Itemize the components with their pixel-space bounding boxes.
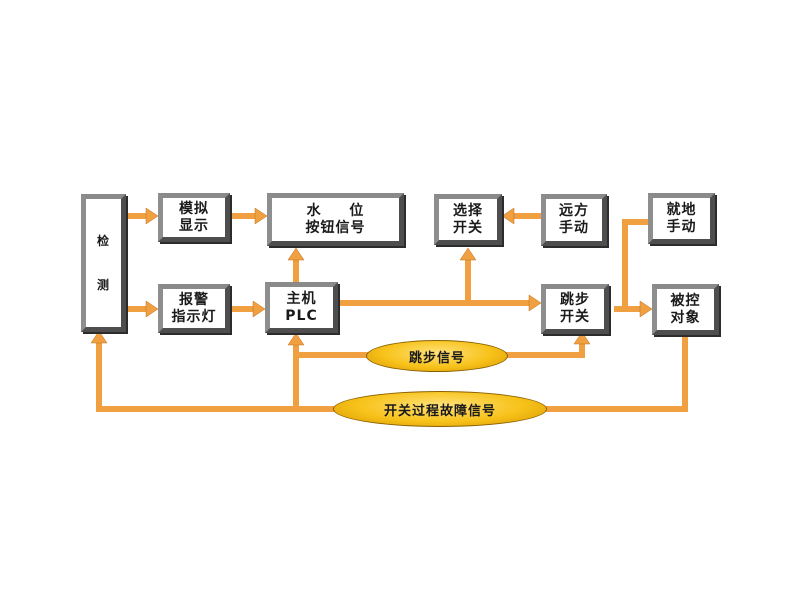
block-select-switch: 选择 开关	[434, 194, 502, 245]
head-object	[639, 300, 653, 318]
block-remote-manual: 远方 手动	[541, 194, 607, 246]
block-water-level-line2: 按钮信号	[305, 219, 366, 236]
arrow-local-to-object	[622, 219, 648, 309]
block-local-manual: 就地 手动	[648, 193, 715, 244]
block-analog-display-line2: 显示	[179, 217, 209, 234]
head-plc	[252, 300, 266, 318]
block-local-manual-line2: 手动	[666, 218, 697, 235]
block-local-manual-line1: 就地	[666, 201, 697, 218]
block-water-level-line1: 水 位	[306, 202, 365, 219]
head-select-up	[459, 247, 477, 261]
block-remote-manual-line2: 手动	[559, 220, 589, 236]
block-analog-display: 模拟 显示	[158, 193, 230, 242]
block-main-plc-line1: 主机	[286, 290, 317, 307]
head-stepswitch-up	[573, 331, 591, 345]
head-alarm	[145, 300, 159, 318]
head-plc-up	[287, 332, 305, 346]
block-controlled-object-line2: 对象	[670, 309, 701, 326]
step-signal-label: 跳步信号	[366, 340, 508, 372]
block-alarm-indicator-light: 报警 指示灯	[158, 284, 230, 333]
head-select-left	[501, 207, 515, 225]
block-step-switch-line1: 跳步	[560, 292, 590, 308]
block-controlled-object-line1: 被控	[670, 292, 701, 309]
block-detect: 检 测	[81, 194, 126, 332]
block-alarm-line1: 报警	[179, 291, 209, 308]
block-main-plc: 主机 PLC	[265, 282, 338, 333]
block-detect-line1: 检	[96, 233, 110, 248]
head-analog	[145, 207, 159, 225]
block-select-switch-line1: 选择	[453, 202, 483, 219]
block-controlled-object: 被控 对象	[652, 284, 719, 335]
block-water-level-button-signal: 水 位 按钮信号	[267, 193, 404, 246]
block-step-switch-line2: 开关	[560, 309, 590, 325]
block-main-plc-line2: PLC	[285, 307, 318, 324]
block-remote-manual-line1: 远方	[559, 203, 589, 219]
block-analog-display-line1: 模拟	[179, 200, 209, 217]
block-step-switch: 跳步 开关	[541, 284, 609, 334]
block-select-switch-line2: 开关	[453, 219, 483, 236]
head-stepswitch	[528, 294, 542, 312]
head-detect-up	[90, 330, 108, 344]
fault-signal-label: 开关过程故障信号	[333, 391, 547, 427]
block-alarm-line2: 指示灯	[171, 308, 217, 325]
block-detect-line2: 测	[96, 277, 110, 292]
head-waterlevel	[254, 207, 268, 225]
head-waterlevel-up	[287, 247, 305, 261]
